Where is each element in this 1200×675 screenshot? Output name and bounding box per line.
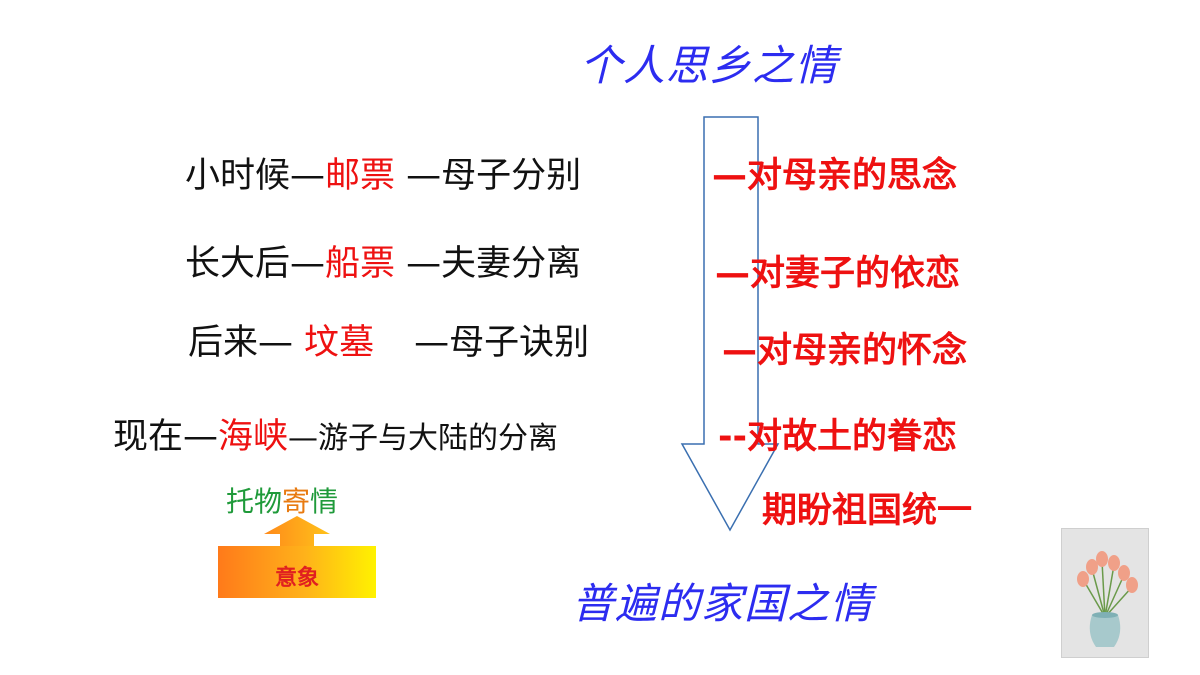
wu-char: 物	[254, 485, 283, 518]
row-3-relation: —母子诀别	[414, 323, 590, 363]
row-1-relation: —母子分别	[395, 156, 582, 196]
row-2-image: 船票	[325, 244, 396, 284]
row-1-left: 小时候—邮票 —母子分别	[185, 147, 581, 198]
yi-xiang-box: 意象	[218, 546, 376, 598]
row-1-image: 邮票	[325, 156, 396, 196]
row-3-image: 坟墓	[304, 323, 375, 363]
row-2-left: 长大后—船票 —夫妻分离	[185, 235, 581, 286]
title-bottom: 普遍的家国之情	[572, 579, 874, 628]
tulip-icon	[1077, 551, 1138, 647]
row-1-period: 小时候—	[185, 156, 326, 196]
row-4-image: 海峡	[218, 417, 289, 457]
row-2-emotion: —对妻子的依恋	[715, 254, 961, 294]
tuo-char: 托	[226, 485, 255, 518]
row-4-relation: —游子与大陆的分离	[288, 421, 559, 456]
row-4-left: 现在—海峡—游子与大陆的分离	[113, 408, 558, 459]
hope-reunification: 期盼祖国统一	[762, 491, 973, 531]
ji-char: 寄	[282, 485, 311, 518]
row-4-emotion: --对故土的眷恋	[718, 417, 958, 457]
tulip-vase-picture	[1061, 528, 1149, 658]
row-3-left: 后来— 坟墓 —母子诀别	[188, 314, 589, 365]
title-top: 个人思乡之情	[580, 41, 839, 90]
yi-xiang-label: 意象	[274, 566, 319, 591]
row-3-period: 后来—	[188, 323, 305, 363]
up-arrow-icon	[264, 516, 330, 550]
row-4-period: 现在—	[113, 417, 219, 457]
qing-char: 情	[310, 485, 339, 518]
down-arrow-icon	[680, 116, 780, 532]
row-1-emotion: —对母亲的思念	[712, 156, 958, 196]
row-2-period: 长大后—	[185, 244, 326, 284]
row-3-emotion: —对母亲的怀念	[722, 331, 968, 371]
tuo-wu-ji-qing: 托物寄情	[226, 480, 338, 520]
row-2-relation: —夫妻分离	[395, 244, 582, 284]
